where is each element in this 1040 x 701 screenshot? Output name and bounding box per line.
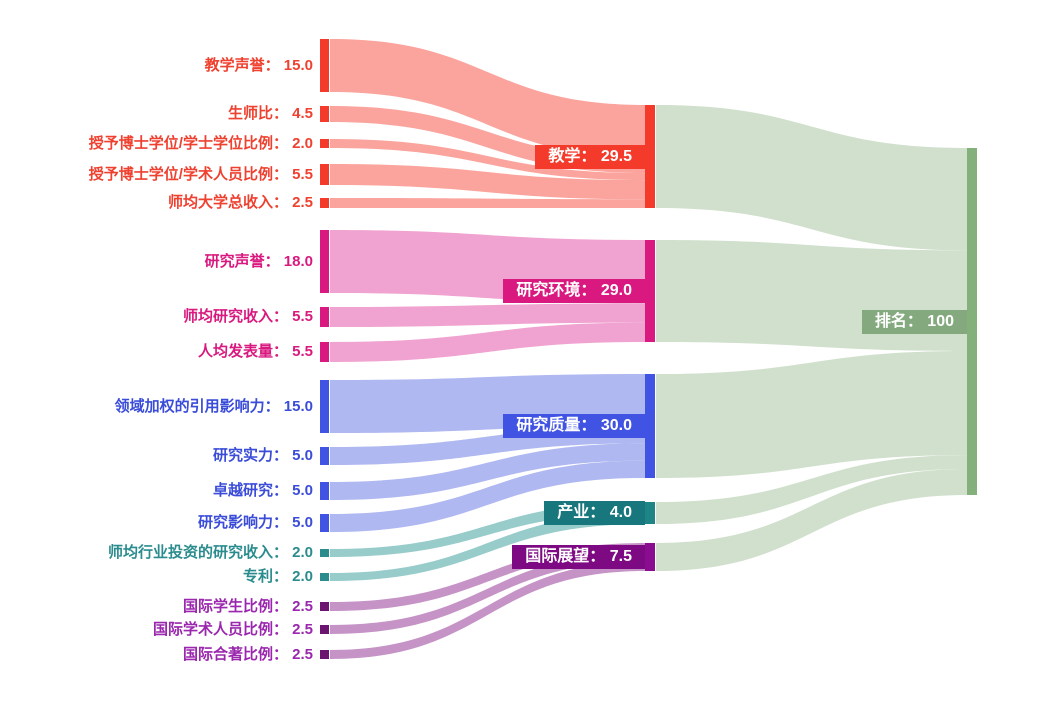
sankey-node-r1: [320, 230, 329, 293]
sankey-node-intl: [645, 543, 655, 571]
sankey-node-teaching: [645, 105, 655, 208]
sankey-node-t3: [320, 139, 329, 148]
sankey-link-i2-industry: [330, 513, 645, 581]
sankey-node-researchqual: [645, 374, 655, 478]
sankey-link-o3-intl: [330, 561, 645, 659]
sankey-link-t3-teaching: [330, 139, 645, 181]
sankey-node-q1: [320, 380, 329, 433]
sankey-link-r1-researchenv: [330, 230, 645, 304]
sankey-node-t4: [320, 164, 329, 185]
sankey-link-o1-intl: [330, 543, 645, 611]
sankey-node-o2: [320, 625, 329, 634]
sankey-link-q4-researchqual: [330, 460, 645, 532]
sankey-link-teaching-rank: [656, 105, 967, 251]
sankey-link-q1-researchqual: [330, 374, 645, 433]
sankey-node-q4: [320, 514, 329, 532]
sankey-node-t5: [320, 198, 329, 208]
sankey-link-t5-teaching: [330, 198, 645, 208]
sankey-node-o1: [320, 602, 329, 611]
sankey-node-i1: [320, 549, 329, 557]
sankey-node-r2: [320, 307, 329, 327]
sankey-node-r3: [320, 342, 329, 362]
sankey-link-industry-rank: [656, 455, 967, 524]
sankey-link-intl-rank: [656, 468, 967, 571]
sankey-link-q3-researchqual: [330, 443, 645, 500]
sankey-node-q2: [320, 447, 329, 465]
sankey-node-i2: [320, 573, 329, 581]
sankey-link-r3-researchenv: [330, 322, 645, 362]
sankey-node-t2: [320, 106, 329, 122]
sankey-link-t4-teaching: [330, 164, 645, 200]
sankey-node-researchenv: [645, 240, 655, 342]
sankey-link-t1-teaching: [330, 39, 645, 158]
sankey-node-rank: [967, 148, 977, 495]
sankey-node-industry: [645, 502, 655, 524]
sankey-node-q3: [320, 482, 329, 500]
sankey-node-t1: [320, 39, 329, 92]
sankey-link-o2-intl: [330, 552, 645, 634]
sankey-link-researchqual-rank: [656, 350, 967, 478]
sankey-node-o3: [320, 650, 329, 659]
sankey-link-researchenv-rank: [656, 240, 967, 351]
sankey-link-r2-researchenv: [330, 303, 645, 327]
